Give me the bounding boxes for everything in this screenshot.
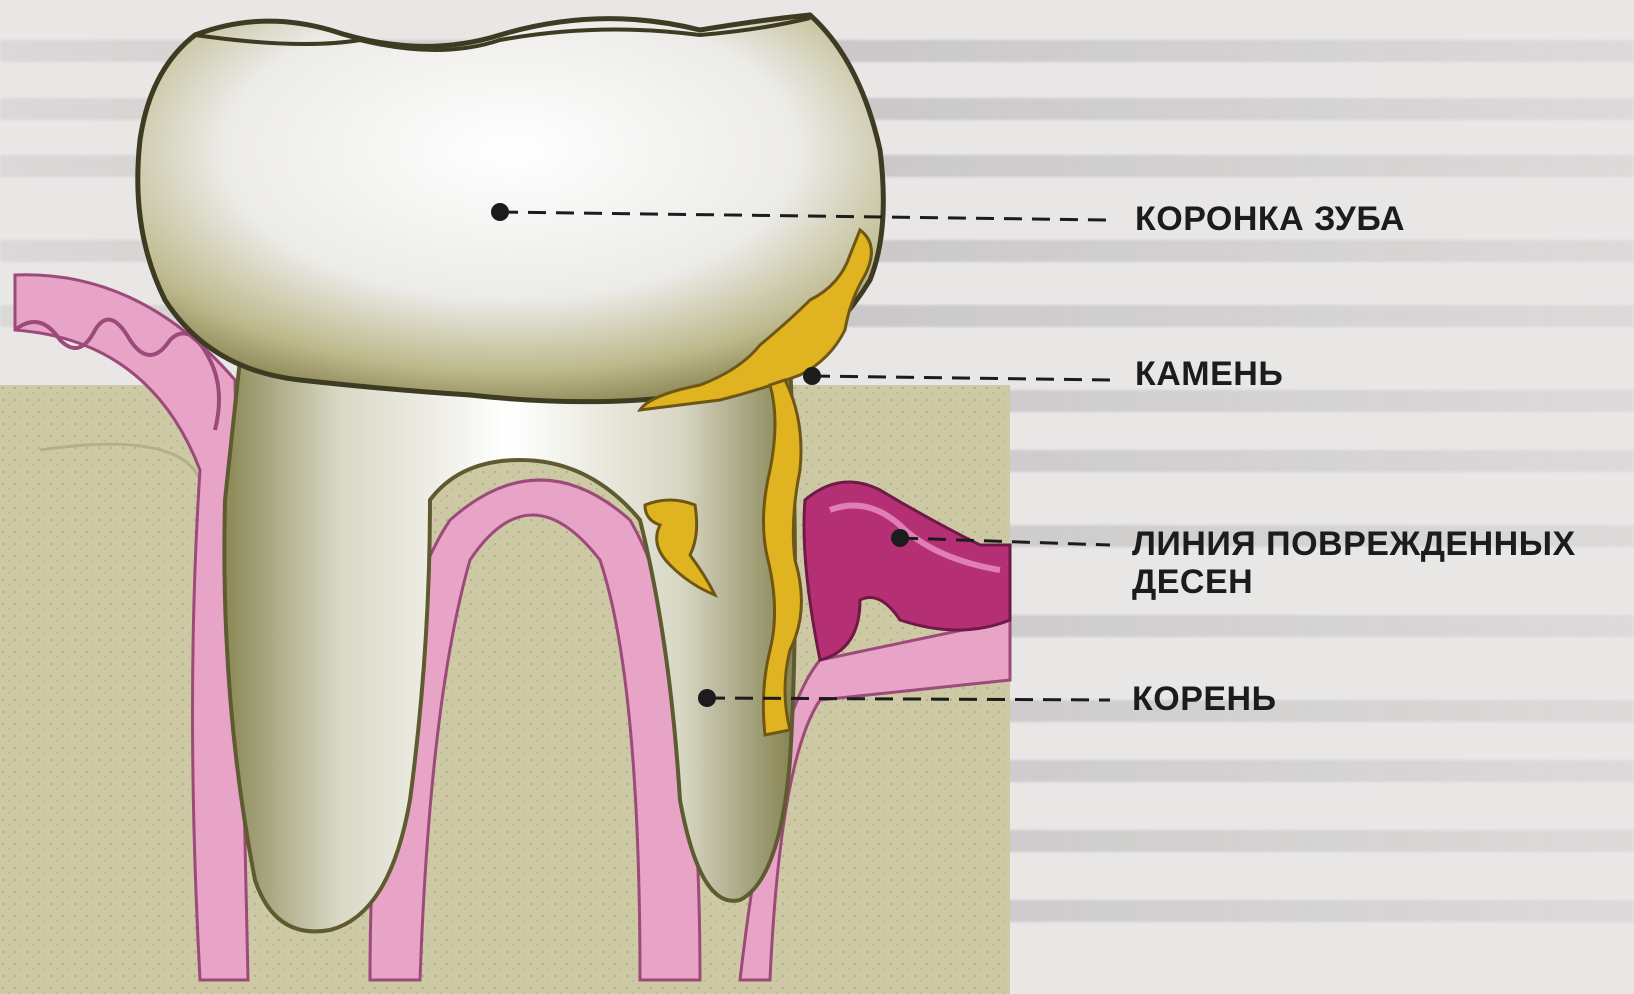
leader-dot-root <box>698 689 716 707</box>
label-root: КОРЕНЬ <box>1132 680 1277 718</box>
leader-line-stone <box>812 376 1110 380</box>
leader-dot-gum <box>891 529 909 547</box>
label-stone: КАМЕНЬ <box>1135 355 1283 393</box>
leader-dot-stone <box>803 367 821 385</box>
leader-dot-crown <box>491 203 509 221</box>
leader-line-root <box>707 698 1110 700</box>
label-gum-line: ЛИНИЯ ПОВРЕЖДЕННЫХ ДЕСЕН <box>1132 525 1634 601</box>
label-crown: КОРОНКА ЗУБА <box>1135 200 1405 238</box>
